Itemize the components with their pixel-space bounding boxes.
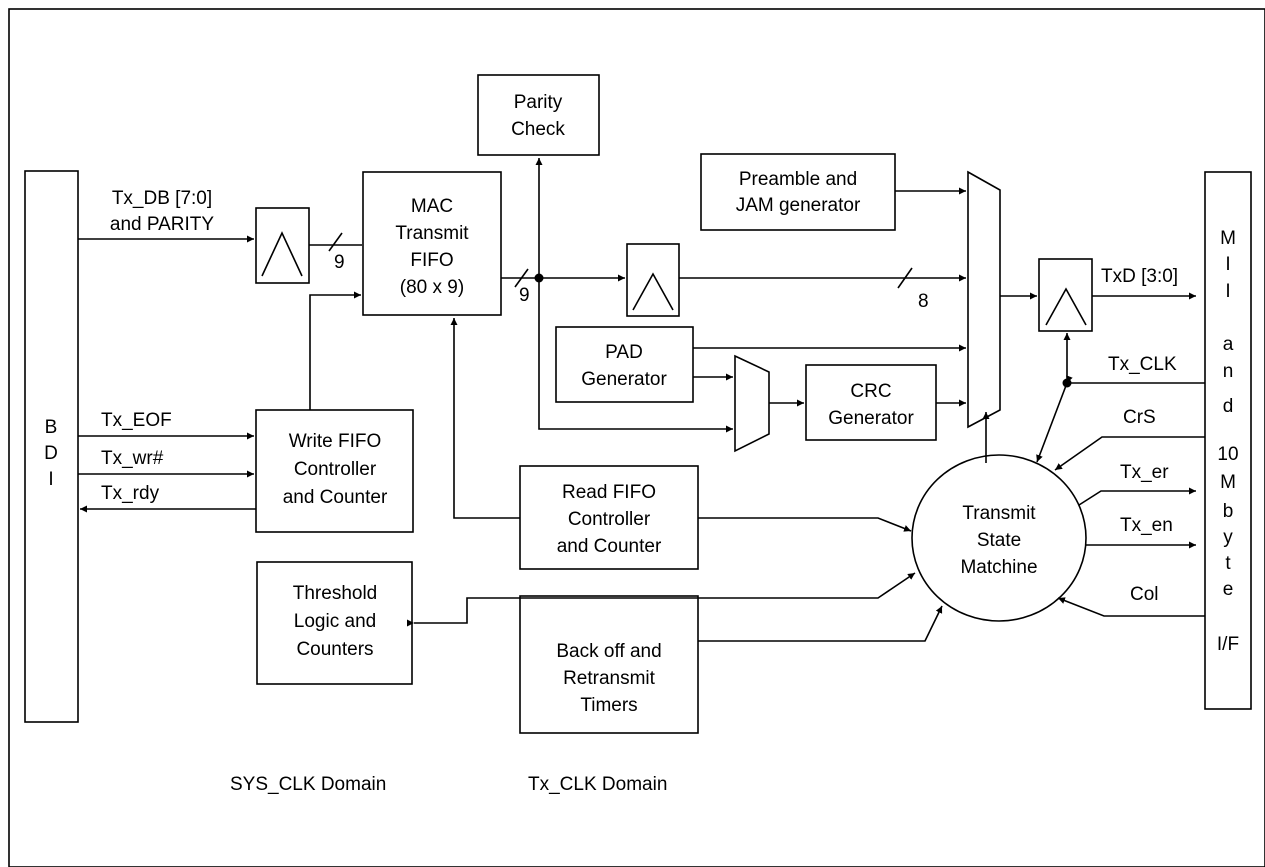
crc-generator-block: CRC Generator: [805, 364, 937, 441]
parity-check-label: Parity: [514, 92, 563, 113]
parity-check-label: Check: [511, 119, 565, 140]
transmit-state-machine: Transmit State Matchine: [911, 454, 1087, 622]
backoff-to-fsm-wire: [698, 605, 943, 642]
bus-slash: [328, 232, 343, 252]
col-label: Col: [1130, 584, 1159, 605]
state-machine-label: Matchine: [960, 557, 1037, 578]
read-fifo-label: Controller: [568, 509, 651, 530]
mii-letter: d: [1223, 396, 1234, 417]
parity-label: and PARITY: [110, 214, 215, 235]
pad-generator-block: PAD Generator: [555, 326, 694, 403]
mii-letter: I: [1225, 281, 1230, 302]
write-fifo-label: Controller: [294, 459, 377, 480]
bus-slash: [514, 268, 529, 288]
output-mux: [967, 170, 1001, 429]
mac-transmit-fifo-block: MAC Transmit FIFO (80 x 9): [362, 171, 502, 316]
txd-label: TxD [3:0]: [1101, 266, 1178, 287]
output-register: [1038, 258, 1093, 332]
bus-width-label: 8: [918, 291, 929, 312]
read-fifo-label: and Counter: [557, 536, 662, 557]
read-fifo-controller-block: Read FIFO Controller and Counter: [519, 465, 699, 570]
state-machine-label: Transmit: [962, 503, 1036, 524]
tx-clk-to-fsm-wire: [1036, 375, 1073, 463]
tx-er-wire: [1078, 487, 1196, 506]
threshold-label: Logic and: [294, 611, 376, 632]
mii-letter: b: [1223, 501, 1234, 522]
read-ctrl-to-fsm-wire: [698, 517, 912, 532]
mii-letter: y: [1223, 527, 1233, 548]
mii-interface-block: M I I a n d 10 M b y t e I/F: [1204, 171, 1252, 710]
bdi-letter: B: [45, 417, 58, 438]
tx-db-label: Tx_DB [7:0]: [112, 188, 212, 209]
mii-letter: M: [1220, 228, 1236, 249]
data-register: [626, 243, 680, 317]
write-fifo-label: and Counter: [283, 487, 388, 508]
input-register: [255, 207, 310, 284]
backoff-label: Timers: [580, 695, 637, 716]
mii-letter: a: [1223, 334, 1234, 355]
tx-er-label: Tx_er: [1120, 462, 1169, 483]
parity-check-block: Parity Check: [477, 74, 600, 156]
tx-en-label: Tx_en: [1120, 515, 1173, 536]
threshold-label: Counters: [296, 639, 373, 660]
preamble-label: JAM generator: [736, 195, 861, 216]
tx-eof-label: Tx_EOF: [101, 410, 172, 431]
crc-generator-label: CRC: [850, 381, 891, 402]
preamble-jam-generator-block: Preamble and JAM generator: [700, 153, 896, 231]
tx-wr-label: Tx_wr#: [101, 448, 164, 469]
bus-slash: [897, 267, 913, 289]
crc-mux: [734, 354, 770, 453]
sys-clk-domain-label: SYS_CLK Domain: [230, 774, 386, 795]
threshold-logic-block: Threshold Logic and Counters: [256, 561, 413, 685]
backoff-label: Retransmit: [563, 668, 656, 689]
pad-generator-label: PAD: [605, 342, 643, 363]
mac-fifo-label: (80 x 9): [400, 277, 464, 298]
crs-label: CrS: [1123, 407, 1156, 428]
mii-letter: I/F: [1217, 634, 1239, 655]
mii-letter: M: [1220, 472, 1236, 493]
mac-fifo-label: Transmit: [395, 223, 469, 244]
write-fifo-controller-block: Write FIFO Controller and Counter: [255, 409, 414, 533]
tx-clk-label: Tx_CLK: [1108, 354, 1177, 375]
pad-generator-label: Generator: [581, 369, 667, 390]
preamble-label: Preamble and: [739, 169, 857, 190]
bdi-block: B D I: [24, 170, 79, 723]
mac-fifo-label: FIFO: [410, 250, 453, 271]
crc-mux-tap-wire: [538, 278, 733, 433]
mac-fifo-label: MAC: [411, 196, 453, 217]
backoff-retransmit-timers-block: Back off and Retransmit Timers: [519, 595, 699, 734]
crc-generator-label: Generator: [828, 408, 914, 429]
write-fifo-label: Write FIFO: [289, 431, 382, 452]
bdi-letter: I: [48, 469, 53, 490]
threshold-fsm-wire: [407, 572, 916, 627]
tx-rdy-label: Tx_rdy: [101, 483, 160, 504]
bus-width-label: 9: [334, 252, 345, 273]
mii-letter: e: [1223, 579, 1234, 600]
state-machine-label: State: [977, 530, 1021, 551]
threshold-label: Threshold: [293, 583, 378, 604]
crs-wire: [1054, 436, 1205, 471]
mii-letter: n: [1223, 361, 1234, 382]
diagram-frame: [8, 8, 1265, 867]
write-ctrl-to-fifo-wire: [309, 291, 361, 410]
tx-clk-domain-label: Tx_CLK Domain: [528, 774, 667, 795]
bdi-letter: D: [44, 443, 58, 464]
mii-letter: t: [1225, 553, 1231, 574]
mii-letter: 10: [1217, 444, 1238, 465]
bus-width-label: 9: [519, 285, 530, 306]
read-fifo-label: Read FIFO: [562, 482, 656, 503]
read-ctrl-to-fifo-wire: [450, 318, 520, 519]
backoff-label: Back off and: [556, 641, 661, 662]
col-wire: [1057, 597, 1205, 617]
mii-letter: I: [1225, 254, 1230, 275]
